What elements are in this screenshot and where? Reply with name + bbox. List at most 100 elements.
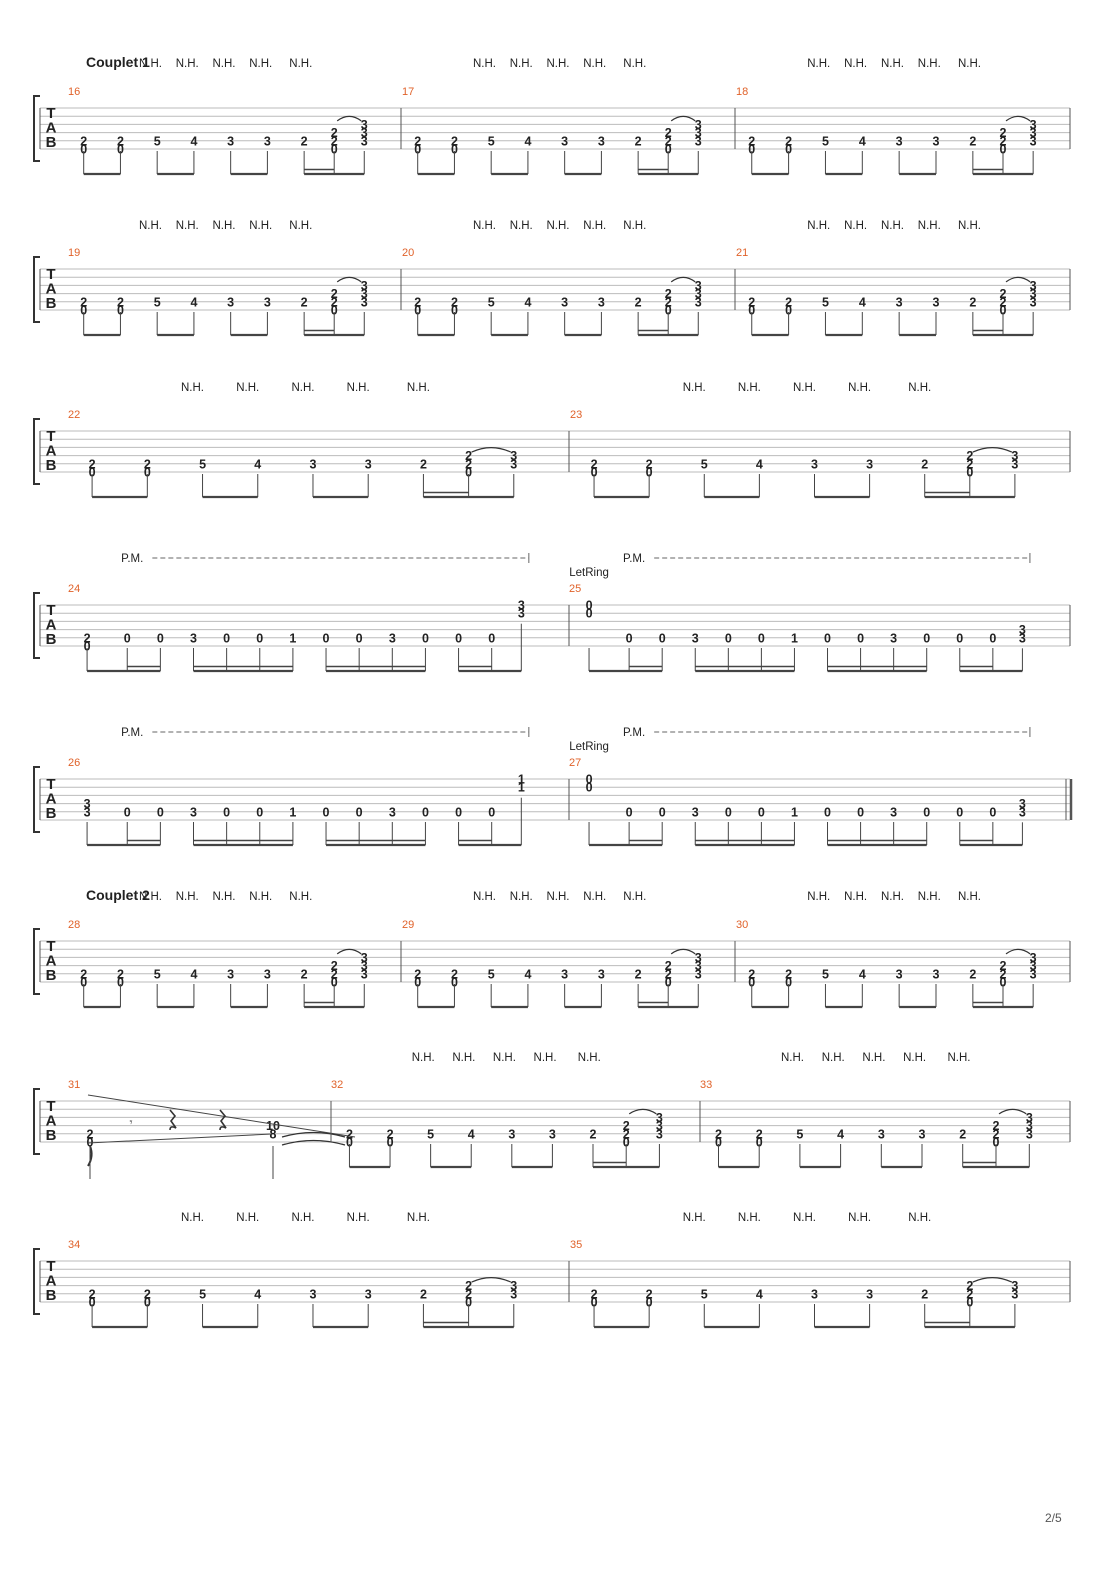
fret-number: 0 (785, 143, 792, 157)
fret-number: 2 (665, 134, 672, 148)
tie-arc (670, 115, 696, 122)
fret-number: 3 (310, 457, 317, 471)
tab-clef-letter: A (46, 1273, 57, 1290)
natural-harmonic-label: N.H. (181, 1212, 204, 1224)
fret-number: 2 (591, 1287, 598, 1301)
fret-number: 5 (701, 457, 708, 471)
fret-number: 0 (256, 805, 263, 819)
fret-number: 3 (1019, 631, 1026, 645)
fret-number: 5 (199, 1287, 206, 1301)
fret-number: 2 (646, 457, 653, 471)
fret-number: 3 (361, 126, 368, 140)
natural-harmonic-label: N.H. (583, 58, 606, 70)
fret-number: 3 (1026, 1119, 1033, 1133)
fret-number: 0 (626, 631, 633, 645)
fret-number: 3 (389, 631, 396, 645)
natural-harmonic-label: N.H. (738, 1212, 761, 1224)
fret-number: 3 (549, 1127, 556, 1141)
fret-number: 0 (665, 143, 672, 157)
staff-bracket (33, 1248, 40, 1315)
natural-harmonic-label: N.H. (176, 891, 199, 903)
fret-number: 2 (414, 967, 421, 981)
fret-number: 3 (890, 805, 897, 819)
fret-number: 3 (933, 967, 940, 981)
natural-harmonic-label: N.H. (473, 891, 496, 903)
fret-number: 3 (561, 967, 568, 981)
fret-number: 5 (427, 1127, 434, 1141)
natural-harmonic-label: N.H. (510, 891, 533, 903)
natural-harmonic-label: N.H. (848, 1212, 871, 1224)
natural-harmonic-label: N.H. (578, 1052, 601, 1064)
natural-harmonic-label: N.H. (452, 1052, 475, 1064)
natural-harmonic-label: N.H. (844, 891, 867, 903)
fret-number: 0 (356, 631, 363, 645)
fret-number: 3 (361, 959, 368, 973)
fret-number: 0 (455, 805, 462, 819)
fret-number: 2 (451, 967, 458, 981)
fret-number: 0 (857, 631, 864, 645)
natural-harmonic-label: N.H. (881, 891, 904, 903)
fret-number: 0 (387, 1136, 394, 1150)
natural-harmonic-label: N.H. (249, 891, 272, 903)
natural-harmonic-label: N.H. (918, 58, 941, 70)
fret-number: 5 (822, 295, 829, 309)
fret-number: 2 (748, 134, 755, 148)
fret-number: 2 (635, 295, 642, 309)
fret-number: 2 (1000, 134, 1007, 148)
fret-number: 0 (488, 805, 495, 819)
fret-number: 0 (124, 805, 131, 819)
fret-number: 2 (331, 134, 338, 148)
fret-number: 2 (89, 1287, 96, 1301)
fret-number: 0 (465, 1296, 472, 1310)
tab-clef-letter: B (46, 457, 57, 474)
tie-arc (670, 948, 696, 955)
slide-line (87, 1094, 356, 1138)
fret-number: 2 (346, 1127, 353, 1141)
natural-harmonic-label: N.H. (881, 58, 904, 70)
fret-number: 4 (468, 1127, 475, 1141)
fret-number: 3 (695, 279, 702, 293)
fret-number: 5 (488, 967, 495, 981)
fret-number: 0 (256, 631, 263, 645)
natural-harmonic-label: N.H. (546, 58, 569, 70)
measure-number: 22 (68, 409, 80, 421)
fret-number: 10 (266, 1119, 280, 1133)
natural-harmonic-label: N.H. (822, 1052, 845, 1064)
fret-number: 5 (488, 295, 495, 309)
fret-number: 3 (310, 1287, 317, 1301)
natural-harmonic-label: N.H. (623, 58, 646, 70)
fret-number: 2 (465, 457, 472, 471)
natural-harmonic-label: N.H. (623, 891, 646, 903)
fret-number: 0 (966, 466, 973, 480)
natural-harmonic-label: N.H. (918, 891, 941, 903)
natural-harmonic-label: N.H. (212, 891, 235, 903)
fret-number: 3 (510, 1287, 517, 1301)
fret-number: 2 (1000, 967, 1007, 981)
fret-number: 3 (1030, 126, 1037, 140)
fret-number: 3 (695, 951, 702, 965)
fret-number: 0 (117, 304, 124, 318)
fret-number: 3 (866, 457, 873, 471)
natural-harmonic-label: N.H. (510, 220, 533, 232)
fret-number: 0 (323, 631, 330, 645)
fret-number: 0 (223, 631, 230, 645)
fret-number: 2 (1000, 126, 1007, 140)
fret-number: 0 (1000, 143, 1007, 157)
fret-number: 0 (465, 466, 472, 480)
fret-number: 3 (1030, 295, 1037, 309)
fret-number: 3 (361, 134, 368, 148)
measure-number: 33 (700, 1079, 712, 1091)
fret-number: 3 (361, 287, 368, 301)
natural-harmonic-label: N.H. (862, 1052, 885, 1064)
natural-harmonic-label: N.H. (903, 1052, 926, 1064)
tab-clef-letter: A (46, 281, 57, 298)
fret-number: 1 (791, 805, 798, 819)
fret-number: 0 (586, 773, 593, 787)
fret-number: 0 (756, 1136, 763, 1150)
palm-mute-label: P.M. (623, 727, 645, 739)
natural-harmonic-label: N.H. (289, 58, 312, 70)
natural-harmonic-label: N.H. (510, 58, 533, 70)
fret-number: 4 (859, 295, 866, 309)
fret-number: 2 (451, 134, 458, 148)
tab-clef-letter: A (46, 617, 57, 634)
